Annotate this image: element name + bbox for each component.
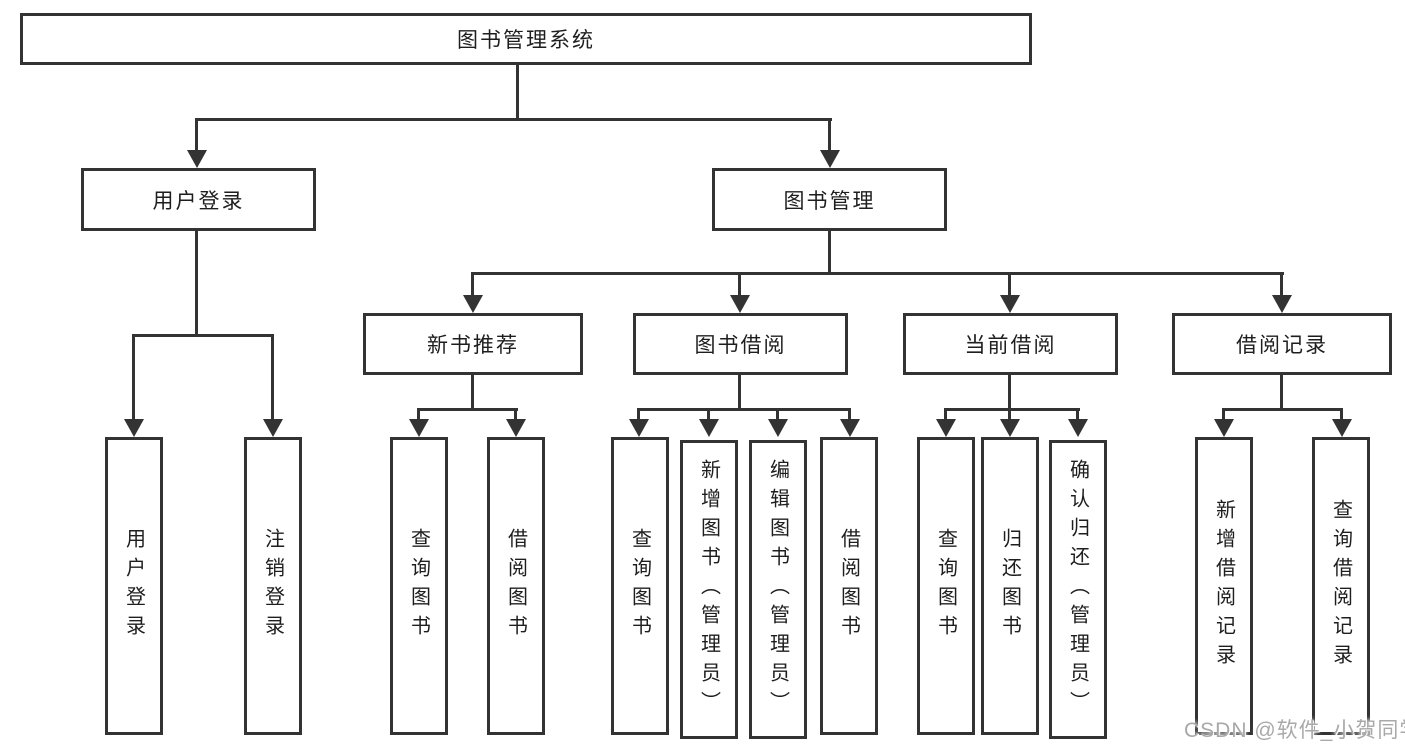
node-borrow-records-label: 借阅记录 [1236,334,1328,357]
node-user-login: 用户登录 [81,168,316,231]
connector-stem-bb-borrow [848,408,851,424]
node-user-login-label: 用户登录 [152,189,245,213]
node-root-label: 图书管理系统 [457,29,595,52]
node-root: 图书管理系统 [20,13,1032,65]
node-current-borrow-label: 当前借阅 [964,334,1057,357]
leaf-rc-query-record-label: 查询借阅记录 [1329,499,1352,673]
arrowhead-rc-query [1332,419,1352,437]
connector-stem-bb-add [707,408,710,424]
connector-stem-records [1280,272,1283,300]
arrowhead-nb-borrow [506,419,526,437]
connector-borrow-split [637,408,851,411]
node-book-mgmt: 图书管理 [712,168,947,231]
connector-current-split [944,408,1080,411]
leaf-nb-query-books: 查询图书 [390,437,448,735]
leaf-cb-return-books: 归还图书 [981,437,1039,735]
connector-stem-leaf-logout [271,334,274,422]
leaf-user-login: 用户登录 [105,437,163,735]
leaf-bb-query-books-label: 查询图书 [628,528,651,644]
connector-root-split [195,118,832,121]
leaf-bb-query-books: 查询图书 [611,437,669,735]
leaf-rc-query-record: 查询借阅记录 [1312,437,1370,735]
leaf-bb-borrow-books-label: 借阅图书 [837,528,860,644]
arrowhead-cb-query [936,419,956,437]
node-book-mgmt-label: 图书管理 [783,189,876,213]
arrowhead-book-mgmt [820,150,840,168]
connector-stem-rc-query [1340,408,1343,424]
leaf-bb-add-books: 新增图书（管理员） [680,440,738,739]
arrowhead-bb-edit [768,419,788,437]
leaf-cb-return-books-label: 归还图书 [998,528,1021,644]
connector-stem-nb-borrow [514,408,517,424]
leaf-bb-edit-books-label: 编辑图书（管理员） [766,459,789,720]
leaf-user-login-label: 用户登录 [122,528,145,644]
node-book-borrow: 图书借阅 [633,313,848,375]
connector-stem-book-mgmt [828,118,831,154]
arrowhead-current [1000,295,1020,313]
connector-stem-cb-return [1008,408,1011,424]
arrowhead-bb-borrow [840,419,860,437]
arrowhead-leaf-logout [263,419,283,437]
leaf-rc-add-record: 新增借阅记录 [1195,437,1253,735]
leaf-cb-query-books-label: 查询图书 [934,528,957,644]
connector-stem-borrow [738,272,741,300]
node-book-borrow-label: 图书借阅 [694,334,787,357]
connector-records-stub [1280,375,1283,411]
connector-stem-cb-query [944,408,947,424]
node-new-book-rec: 新书推荐 [363,313,583,375]
connector-stem-user-login [195,118,198,154]
arrowhead-user-login [187,150,207,168]
leaf-cb-confirm-return: 确认归还（管理员） [1049,440,1107,739]
connector-book-mgmt-split [471,272,1284,275]
connector-stem-bb-edit [776,408,779,424]
arrowhead-cb-return [1000,419,1020,437]
leaf-logout: 注销登录 [244,437,302,735]
arrowhead-nb-query [409,419,429,437]
csdn-watermark: CSDN @软件_小贺同学 [1184,719,1405,742]
connector-book-mgmt-stub [828,231,831,275]
node-new-book-rec-label: 新书推荐 [427,334,519,357]
connector-stem-nb-query [417,408,420,424]
leaf-cb-confirm-return-label: 确认归还（管理员） [1066,459,1089,720]
node-current-borrow: 当前借阅 [903,313,1118,375]
connector-new-book-split [417,408,518,411]
leaf-rc-add-record-label: 新增借阅记录 [1212,499,1235,673]
leaf-bb-borrow-books: 借阅图书 [820,437,878,735]
leaf-nb-query-books-label: 查询图书 [407,528,430,644]
connector-root-stub [516,65,519,120]
arrowhead-rc-add [1214,419,1234,437]
leaf-bb-add-books-label: 新增图书（管理员） [697,459,720,720]
connector-records-split [1222,408,1343,411]
connector-stem-new-book [471,272,474,300]
leaf-logout-label: 注销登录 [261,528,284,644]
connector-current-stub [1008,375,1011,411]
connector-stem-leaf-login [132,334,135,422]
connector-stem-bb-query [637,408,640,424]
connector-user-login-stub [195,231,198,337]
leaf-nb-borrow-books-label: 借阅图书 [504,528,527,644]
arrowhead-cb-confirm [1068,419,1088,437]
leaf-cb-query-books: 查询图书 [917,437,975,735]
arrowhead-leaf-login [124,419,144,437]
connector-stem-cb-confirm [1076,408,1079,424]
connector-stem-rc-add [1222,408,1225,424]
node-borrow-records: 借阅记录 [1172,313,1392,375]
connector-borrow-stub [738,375,741,411]
arrowhead-borrow [730,295,750,313]
leaf-bb-edit-books: 编辑图书（管理员） [749,440,807,739]
connector-stem-current [1008,272,1011,300]
arrowhead-records [1272,295,1292,313]
arrowhead-bb-add [699,419,719,437]
arrowhead-bb-query [629,419,649,437]
leaf-nb-borrow-books: 借阅图书 [487,437,545,735]
connector-user-login-split [132,334,274,337]
connector-new-book-stub [471,375,474,411]
arrowhead-new-book [463,295,483,313]
